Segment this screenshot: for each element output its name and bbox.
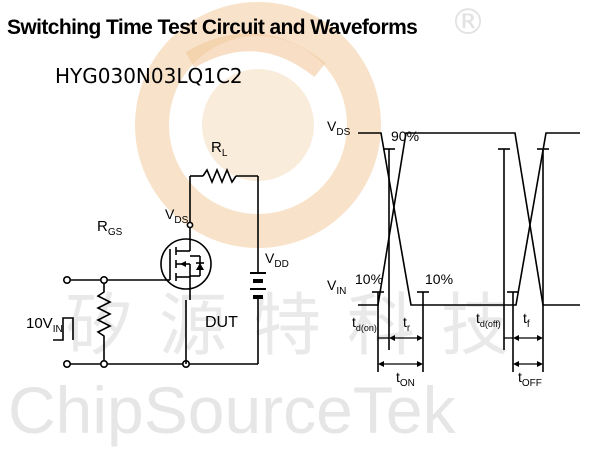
chinese-watermark-text: 矽源特科技 — [64, 287, 535, 366]
pulse-source-symbol — [53, 317, 74, 341]
label-90-percent: 90% — [391, 128, 419, 144]
vds-waveform — [358, 132, 580, 306]
waveform-vin-label: VIN — [327, 277, 346, 297]
timing-arrows — [378, 335, 543, 367]
page-heading: Switching Time Test Circuit and Waveform… — [7, 16, 418, 39]
part-number: HYG030N03LQ1C2 — [55, 64, 243, 88]
ton-label: tON — [396, 369, 415, 389]
source-label: 10VIN — [26, 315, 63, 335]
td-on-label: td(on) — [352, 314, 377, 333]
mosfet-symbol — [160, 238, 212, 290]
label-10-percent-right: 10% — [425, 271, 453, 287]
rgs-label: RGS — [97, 218, 123, 238]
label-10-percent-left: 10% — [355, 271, 383, 287]
waveforms — [358, 132, 580, 372]
toff-label: tOFF — [518, 369, 542, 389]
rl-label: RL — [211, 139, 228, 159]
rgs-resistor — [96, 280, 112, 364]
td-off-label: td(off) — [476, 310, 501, 329]
english-watermark-text: ChipSourceTek — [8, 373, 456, 447]
test-circuit — [53, 167, 266, 368]
dut-label: DUT — [205, 314, 238, 331]
vin-waveform — [358, 132, 580, 306]
circuit-vds-label: VDS — [165, 206, 189, 226]
tr-label: tr — [403, 314, 411, 334]
vdd-label: VDD — [265, 250, 289, 270]
waveform-vds-label: VDS — [327, 118, 351, 138]
rl-resistor — [202, 167, 237, 185]
tf-label: tf — [523, 310, 530, 330]
registered-mark-watermark: ® — [450, 2, 486, 43]
